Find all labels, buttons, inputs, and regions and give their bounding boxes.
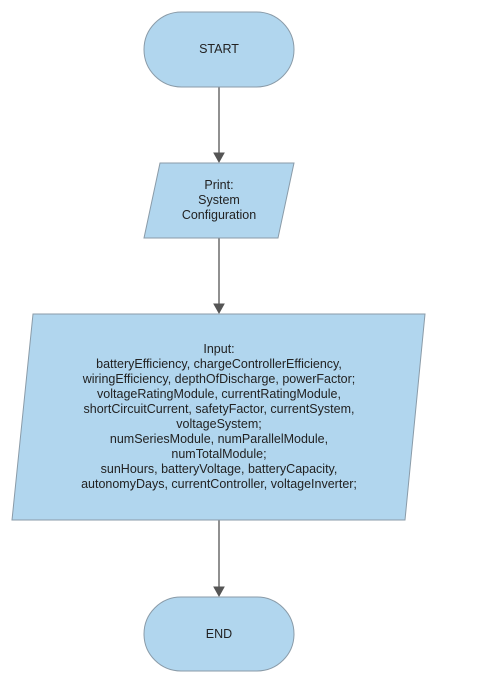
input-label: Input: batteryEfficiency, chargeControll…: [22, 314, 416, 520]
input-label-line: shortCircuitCurrent, safetyFactor, curre…: [83, 402, 355, 416]
input-label-line: voltageSystem;: [176, 417, 262, 431]
input-label-line: Input:: [203, 342, 235, 356]
input-label-line: voltageRatingModule, currentRatingModule…: [97, 387, 341, 401]
arrow-head-icon: [213, 152, 225, 164]
connector-print-to-input: [213, 238, 225, 315]
print-label: Print: System Configuration: [150, 163, 288, 238]
input-label-line: autonomyDays, currentController, voltage…: [81, 477, 357, 491]
end-label: END: [144, 597, 294, 671]
end-label-line: END: [205, 626, 233, 641]
input-parallelogram-shape: [11, 313, 426, 521]
input-label-line: numSeriesModule, numParallelModule,: [109, 432, 329, 446]
input-label-line: numTotalModule;: [171, 447, 267, 461]
print-parallelogram-shape: [143, 162, 295, 239]
connector-start-to-print: [213, 87, 225, 164]
start-terminator-shape: [143, 11, 295, 88]
input-label-line: wiringEfficiency, depthOfDischarge, powe…: [82, 372, 356, 386]
print-label-line: Configuration: [181, 208, 257, 222]
connector-input-to-end: [213, 520, 225, 598]
start-label-line: START: [199, 42, 239, 56]
start-label: START: [144, 12, 294, 87]
print-label-line: System: [198, 193, 240, 207]
end-terminator-shape: [143, 596, 295, 672]
input-label-line: sunHours, batteryVoltage, batteryCapacit…: [100, 462, 338, 476]
arrow-head-icon: [213, 303, 225, 315]
arrow-head-icon: [213, 586, 225, 598]
input-label-line: batteryEfficiency, chargeControllerEffic…: [96, 357, 342, 371]
print-label-line: Print:: [204, 178, 234, 192]
